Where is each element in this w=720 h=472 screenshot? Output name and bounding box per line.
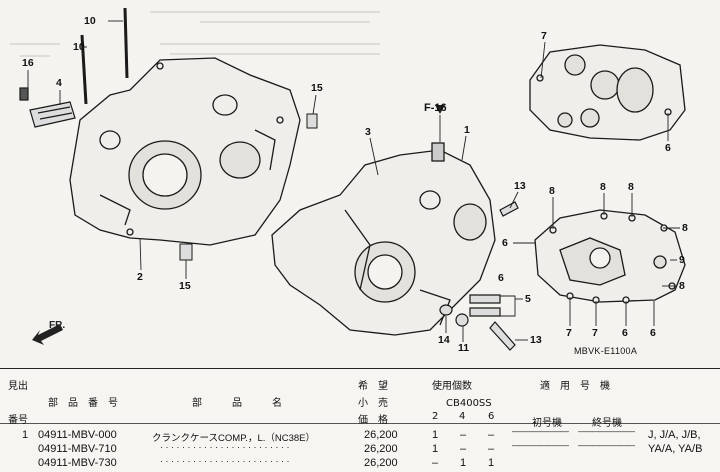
oil-strainer [19,87,76,128]
row-2-qty-4: – [460,443,467,455]
header-col-6: 6 [488,411,495,422]
callout-7-b: 7 [592,327,598,339]
callout-5: 5 [525,293,531,305]
header-kibou: 希 望 [358,381,388,392]
callout-11: 11 [458,342,470,354]
callout-6-c: 6 [622,327,628,339]
header-bango: 番号 [8,415,28,426]
row-2-types: YA/A, YA/B [648,443,703,455]
row-3-part-number: 04911-MBV-730 [38,457,117,469]
callout-6-top: 6 [665,142,671,154]
callout-15-a: 15 [311,82,323,94]
row-2-qty-6: – [488,443,495,455]
callout-13-a: 13 [514,180,526,192]
callout-3: 3 [365,126,371,138]
header-col-4: 4 [459,411,466,422]
header-kouri: 小 売 [358,398,388,409]
reference-label: F-16 [424,102,447,114]
callout-6-d: 6 [650,327,656,339]
callout-6-a: 6 [502,237,508,249]
callout-4: 4 [56,77,62,89]
callout-10-b: 10 [73,41,85,53]
row-1-price: 26,200 [364,429,398,441]
callout-6-b: 6 [498,272,504,284]
header-model: CB400SS [446,398,492,409]
header-applicable: 適 用 号 機 [540,381,610,392]
callout-7-top: 7 [541,30,547,42]
bolts-and-washers [439,201,519,351]
svg-text:FR.: FR. [49,320,65,331]
callout-8-b: 8 [600,181,606,193]
ghost-text [10,11,380,57]
right-crankcase-half [271,142,496,336]
row-2-part-name: · · · · · · · · · · · · · · · · · · · · … [160,442,290,452]
ref-arrow-icon [435,105,445,114]
dowel-pin-lower [179,243,193,261]
row-3-part-name: · · · · · · · · · · · · · · · · · · · · … [160,456,290,466]
row-1-last-frame: ———————— [578,427,635,436]
row-2-first-frame: ———————— [512,441,569,450]
row-1-qty-6: – [488,429,495,441]
row-2-part-number: 04911-MBV-710 [38,443,117,455]
row-2-price: 26,200 [364,443,398,455]
row-1-part-number: 04911-MBV-000 [38,429,117,441]
top-right-cover [529,44,686,141]
row-3-qty-4: 1 [460,457,467,469]
row-3-qty-2: – [432,457,439,469]
leader-lines [27,20,680,342]
callout-2: 2 [137,271,143,283]
row-1-no: 1 [22,429,29,441]
bottom-right-cover [534,209,686,304]
header-last-frame: 終号機 [592,418,622,429]
front-arrow-icon: FR. [32,320,65,345]
callout-7-a: 7 [566,327,572,339]
header-part-name: 部 品 名 [192,398,282,409]
callout-9: 9 [679,254,685,266]
row-3-price: 26,200 [364,457,398,469]
header-col-2: 2 [432,411,439,422]
dowel-pin-upper [306,113,318,129]
row-1-types: J, J/A, J/B, [648,429,701,441]
row-1-qty-4: – [460,429,467,441]
callout-8-c: 8 [628,181,634,193]
callout-10-a: 10 [84,15,96,27]
illustration-code: MBVK-E1100A [574,346,638,356]
header-first-frame: 初号機 [532,418,562,429]
row-1-qty-2: 1 [432,429,439,441]
header-usage-qty: 使用個数 [432,381,472,392]
callout-8-e: 8 [679,280,685,292]
row-1-part-name: クランクケースCOMP.，L.（NC38E） [152,433,315,444]
left-crankcase-half [69,57,301,246]
exploded-parts-diagram: FR. 10 10 16 4 15 2 15 3 1 7 6 13 8 8 8 … [10,7,688,356]
row-2-qty-2: 1 [432,443,439,455]
parts-table: 見出 番号 部 品 番 号 部 品 名 希 望 小 売 価 格 使用個数 CB4… [0,368,720,472]
header-kakaku: 価 格 [358,415,388,426]
callout-8-a: 8 [549,185,555,197]
row-1-first-frame: ———————— [512,427,569,436]
callout-16: 16 [22,57,34,69]
callout-1: 1 [464,124,470,136]
header-midashi: 見出 [8,381,28,392]
row-3-qty-6: 1 [488,457,495,469]
header-part-number: 部 品 番 号 [48,398,118,409]
callout-14: 14 [438,334,450,346]
row-2-last-frame: ———————— [578,441,635,450]
callout-15-b: 15 [179,280,191,292]
callout-13-b: 13 [530,334,542,346]
callout-8-d: 8 [682,222,688,234]
stud-bolts [80,7,129,105]
crankcase-drawing: FR. [10,7,686,351]
header-divider [0,423,720,424]
